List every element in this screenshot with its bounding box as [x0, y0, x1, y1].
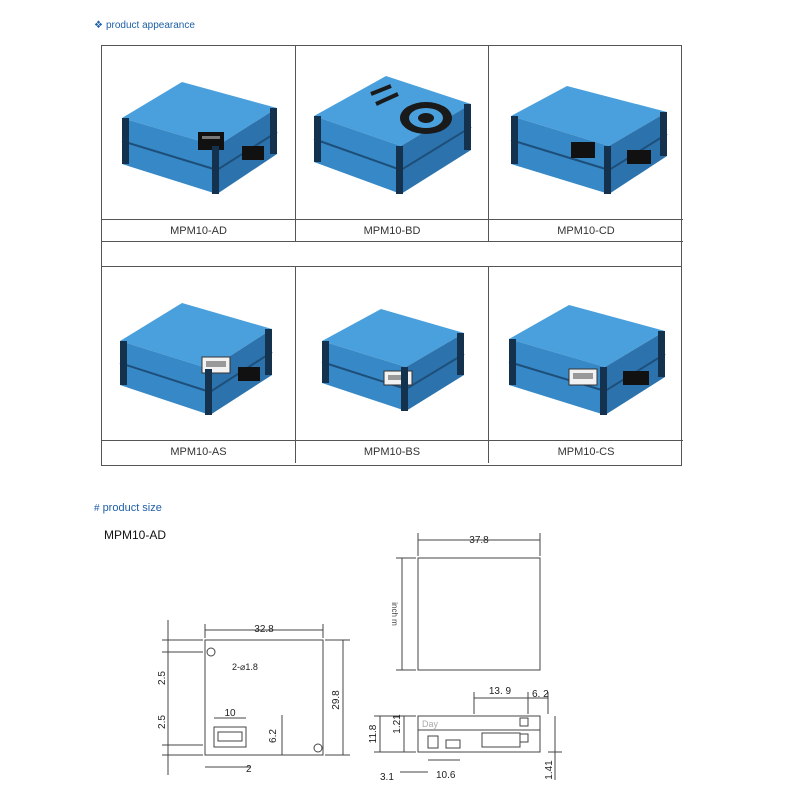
- side-dim-h2: 1.21: [392, 714, 403, 734]
- size-model-label: MPM10-AD: [104, 528, 167, 542]
- top-side-note: inch m: [390, 602, 399, 626]
- side-dim-bottom-mid: 10.6: [436, 770, 456, 781]
- front-offset-bottom-dim: 2.5: [157, 715, 168, 729]
- product-label-cell: MPM10-BS: [296, 441, 489, 463]
- product-label: MPM10-AD: [170, 224, 227, 237]
- side-view-outline: [417, 715, 541, 753]
- size-heading-text: product size: [102, 502, 162, 514]
- connector-width-dim: 10: [224, 708, 236, 719]
- device-image-ad: [121, 82, 278, 194]
- product-label-cell: MPM10-BD: [296, 220, 489, 242]
- front-view-outline: [204, 639, 324, 756]
- product-label: MPM10-CD: [557, 224, 615, 237]
- size-mark-icon: #: [94, 502, 100, 514]
- front-width-dim: 32.8: [254, 624, 274, 635]
- section-heading-size: # product size: [94, 502, 162, 514]
- product-image-cell: [296, 46, 489, 220]
- product-label: MPM10-BS: [363, 446, 421, 458]
- device-image-bd: [313, 76, 472, 194]
- device-image-cd: [510, 86, 668, 194]
- side-dim-right: 1.41: [544, 760, 555, 780]
- front-hole-note: 2-⌀1.8: [232, 662, 258, 672]
- connector-outline: [213, 726, 247, 748]
- device-image-as: [119, 303, 273, 415]
- side-dim-b: 6. 2: [532, 689, 549, 700]
- device-image-bs: [321, 309, 465, 411]
- side-dim-a: 13. 9: [489, 686, 512, 697]
- product-image-cell: [102, 267, 296, 441]
- product-label: MPM10-AS: [170, 446, 227, 458]
- front-height-dim: 29.8: [331, 690, 342, 710]
- appearance-mark-icon: ❖: [94, 20, 103, 31]
- product-label: MPM10-BD: [363, 224, 421, 237]
- grid-spacer-row: [102, 242, 681, 267]
- top-view-outline: [417, 557, 541, 671]
- device-image-cs: [508, 305, 666, 415]
- top-width-dim: 37.8: [469, 535, 489, 546]
- product-label-cell: MPM10-CS: [489, 441, 683, 463]
- product-image-cell: [489, 267, 683, 441]
- product-grid: MPM10-AD MPM10-BD MPM10-CD: [101, 45, 683, 466]
- product-label-cell: MPM10-CD: [489, 220, 683, 242]
- product-image-cell: [102, 46, 296, 220]
- front-bottom-dim: 2: [246, 764, 252, 775]
- side-faint-text: Day: [422, 719, 439, 729]
- appearance-heading-text: product appearance: [105, 20, 195, 31]
- product-image-cell: [489, 46, 683, 220]
- section-heading-appearance: ❖ product appearance: [94, 20, 195, 31]
- side-dim-h1: 11.8: [368, 724, 379, 743]
- product-label: MPM10-CS: [557, 446, 615, 458]
- product-label-cell: MPM10-AS: [102, 441, 296, 463]
- side-dim-bottom-left: 3.1: [380, 772, 394, 783]
- connector-height-dim: 6.2: [268, 729, 279, 743]
- product-image-cell: [296, 267, 489, 441]
- product-label-cell: MPM10-AD: [102, 220, 296, 242]
- front-offset-top-dim: 2.5: [157, 671, 168, 685]
